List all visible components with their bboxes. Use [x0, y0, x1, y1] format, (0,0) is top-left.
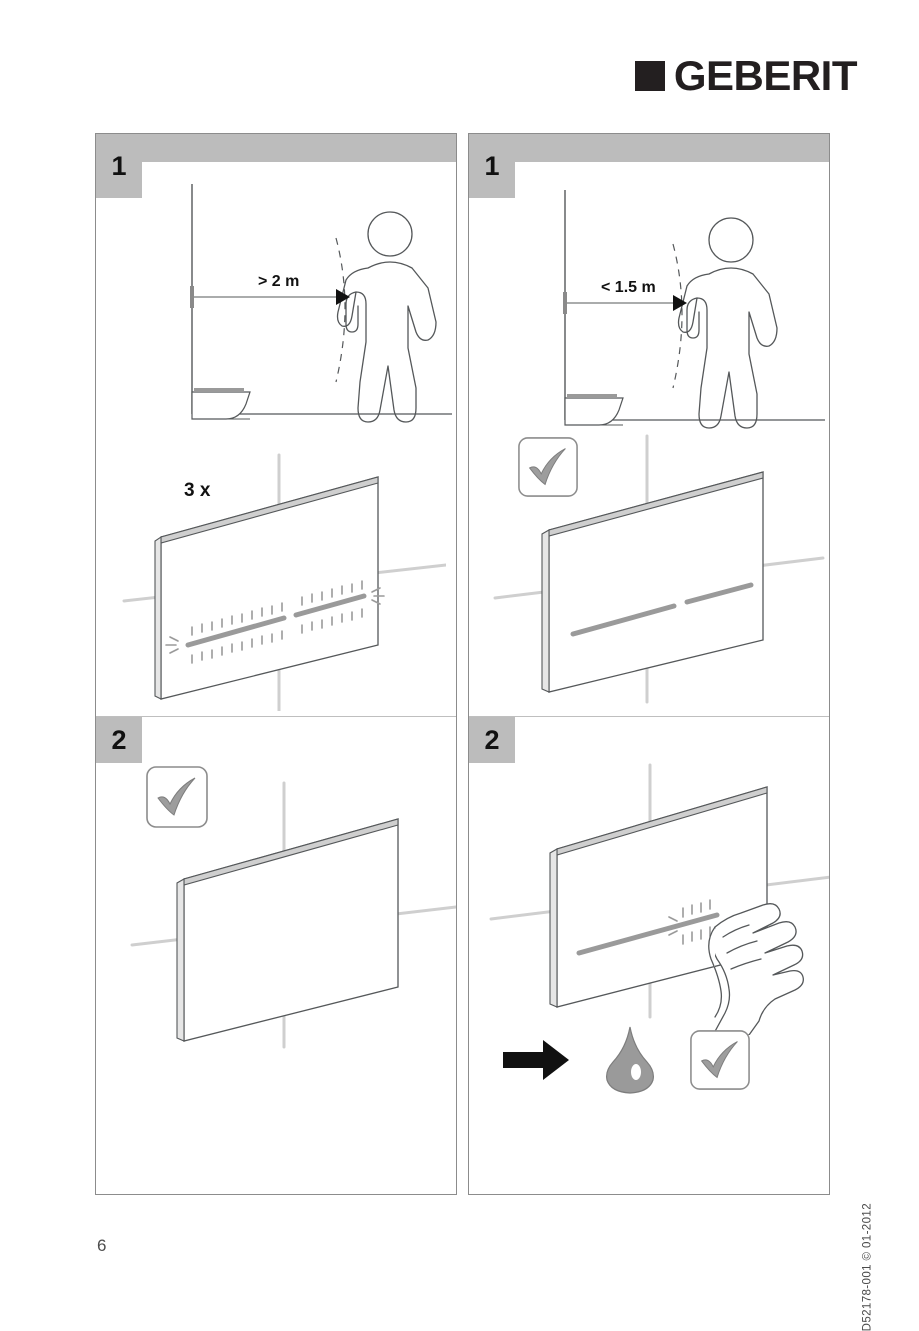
step-block-right-2: 2 [469, 716, 829, 1194]
geberit-square-logo-icon [634, 61, 665, 91]
result-icon-row [501, 1024, 751, 1096]
flush-plate-lit [493, 434, 825, 704]
dimension-label: < 1.5 m [601, 279, 656, 296]
document-code: D52178-001 © 01-2012 [861, 1203, 873, 1331]
step-block-left-2: 2 [96, 716, 456, 1194]
geberit-logo: GEBERIT [634, 52, 858, 99]
step-block-right-1: 1 < 1.5 m [469, 134, 829, 716]
check-ok-icon [690, 1030, 750, 1090]
page-number: 6 [97, 1236, 107, 1255]
room-distance-diagram: > 2 m [190, 184, 452, 423]
room-distance-diagram: < 1.5 m [563, 190, 825, 429]
step-header-bar [96, 134, 456, 162]
arrow-right-icon [503, 1040, 569, 1080]
hand-activating-flush-plate [489, 763, 829, 1035]
instruction-panel-right: 1 < 1.5 m [468, 133, 830, 1195]
brand-name: GEBERIT [673, 52, 858, 99]
step-header-bar [469, 134, 829, 162]
water-drop-icon [606, 1026, 654, 1094]
check-ok-icon [146, 766, 208, 828]
step-number-badge: 2 [469, 717, 515, 763]
step-block-left-1: 1 > 2 m [96, 134, 456, 716]
step-number-badge: 1 [469, 134, 515, 198]
repeat-count-label: 3 x [184, 480, 211, 501]
check-ok-icon [518, 437, 578, 497]
flush-plate-blinking [122, 453, 446, 711]
instruction-panel-left: 1 > 2 m [95, 133, 457, 1195]
step-number-badge: 2 [96, 717, 142, 763]
flush-plate-lights-off [130, 781, 456, 1049]
dimension-label: > 2 m [258, 273, 299, 290]
step-number-badge: 1 [96, 134, 142, 198]
